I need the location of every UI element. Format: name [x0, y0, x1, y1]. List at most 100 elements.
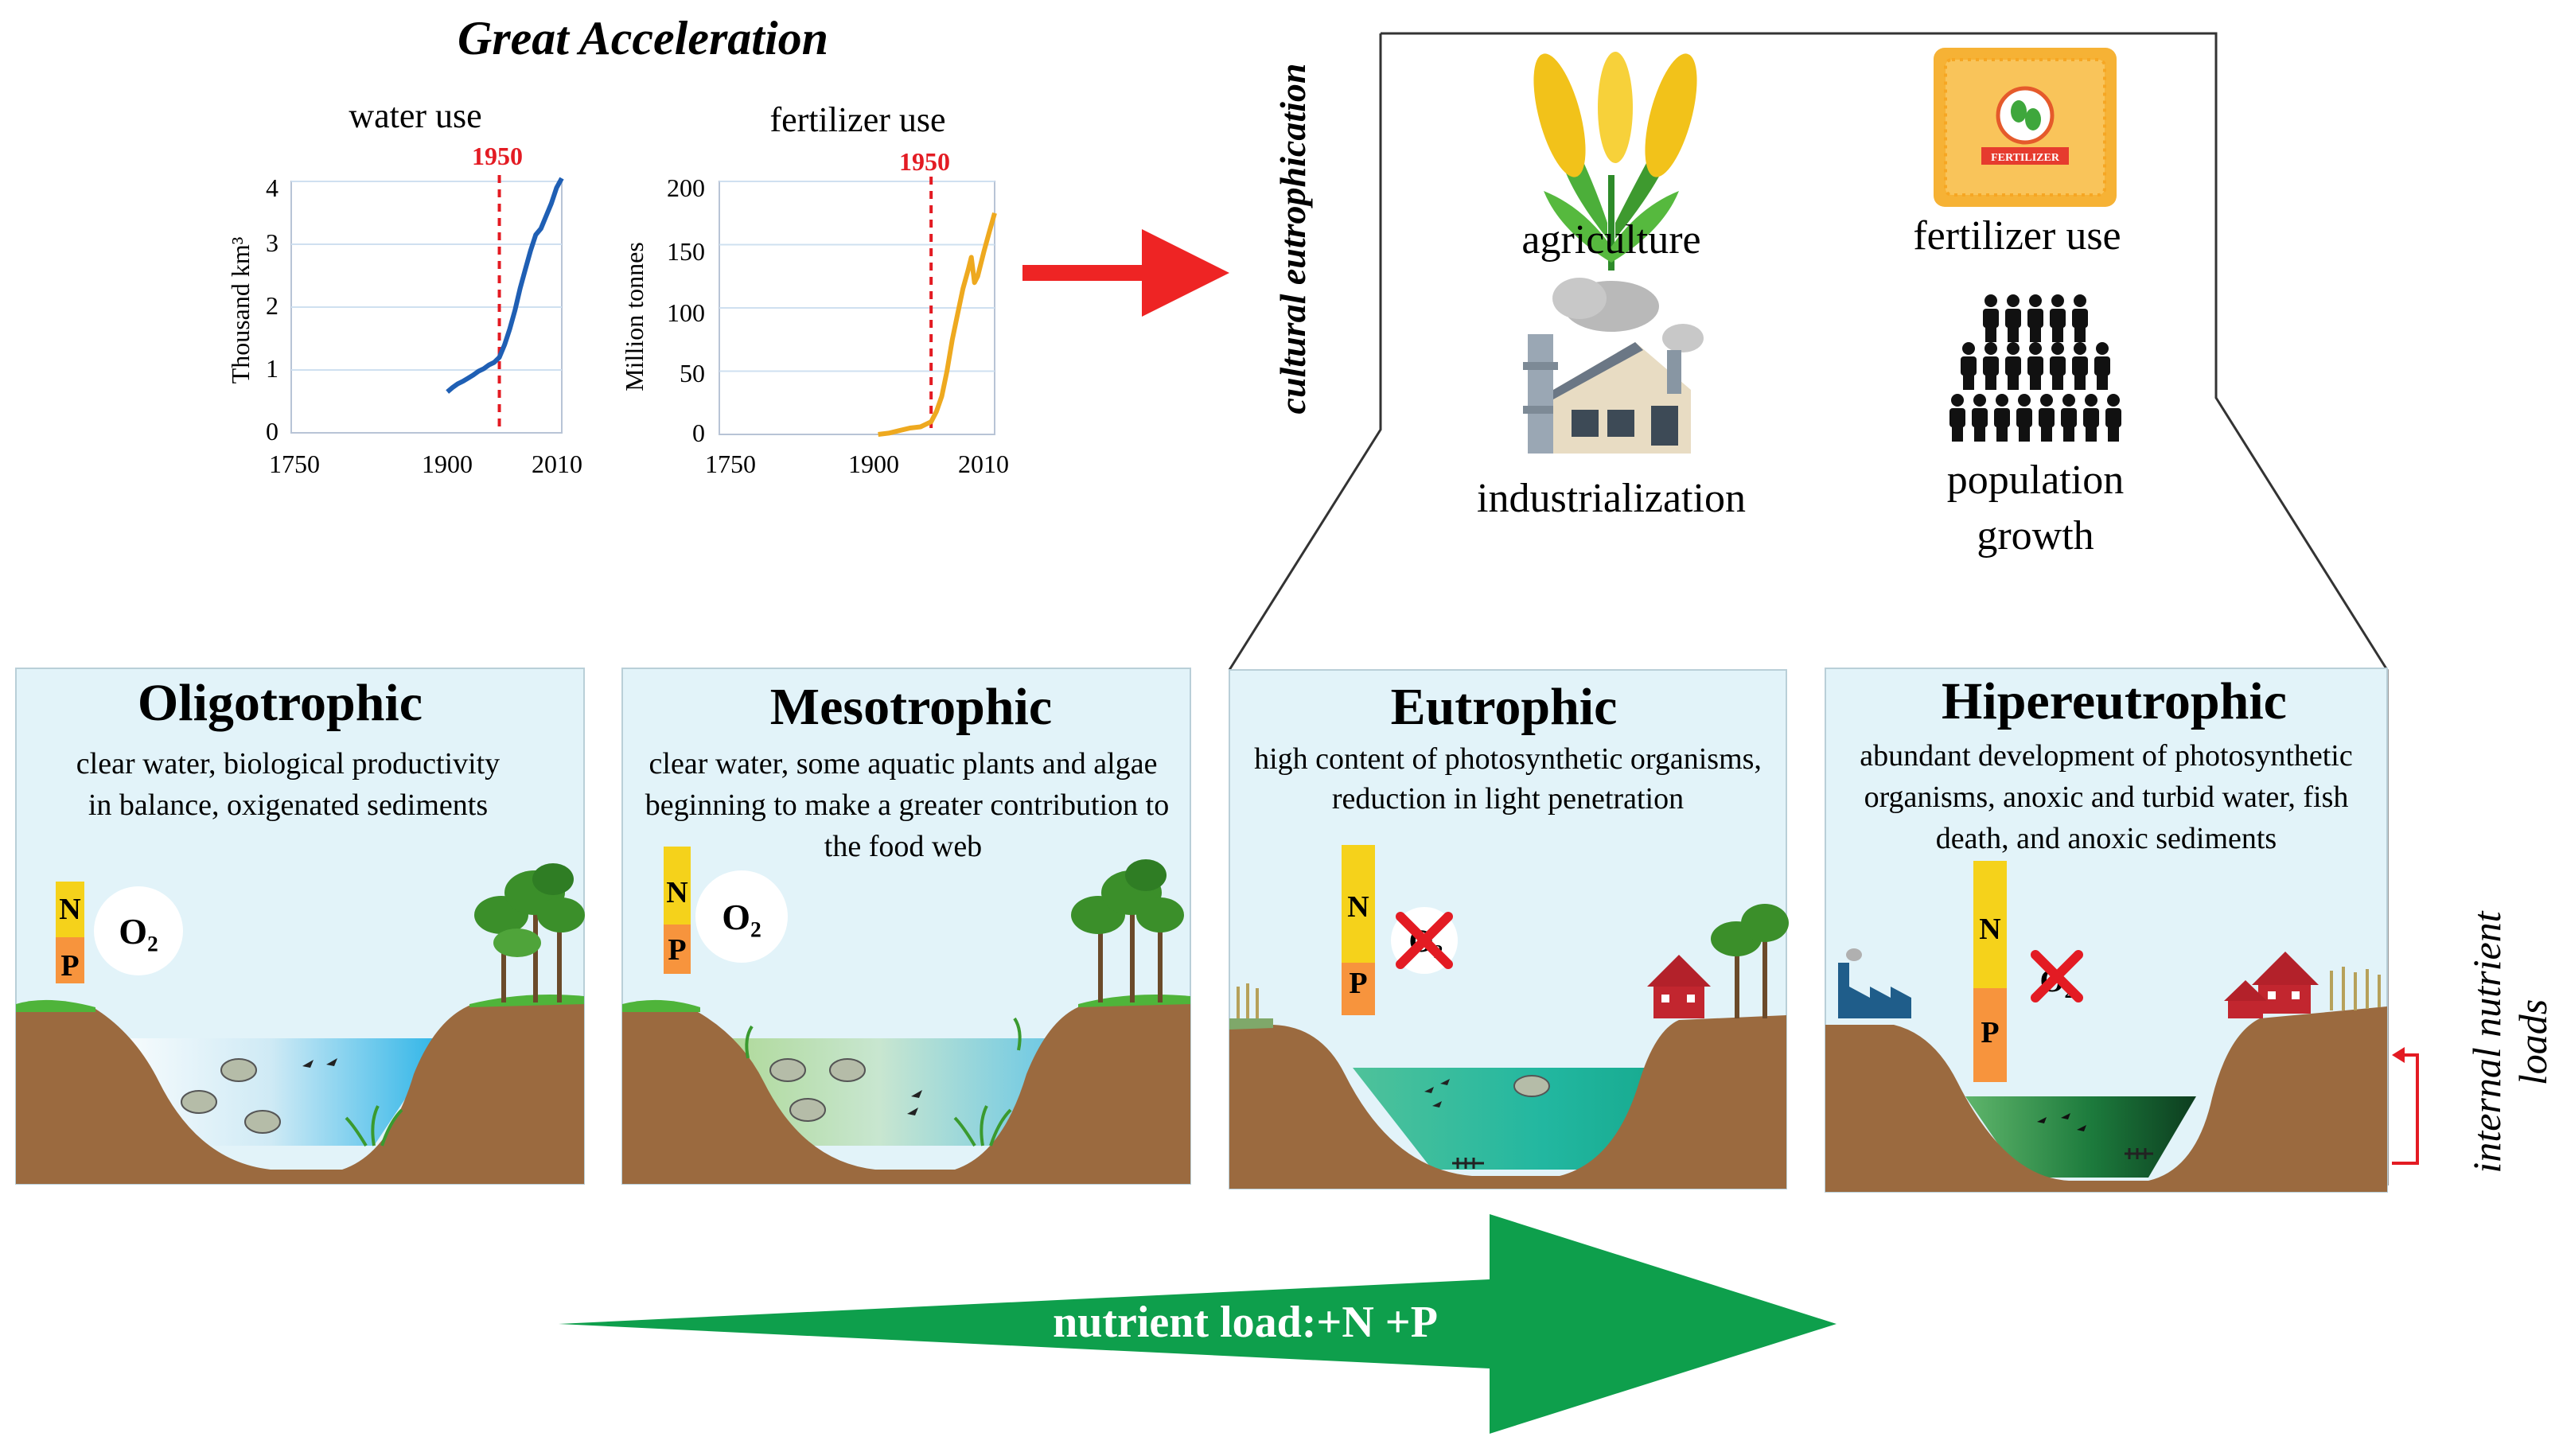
water-ytick: 3: [266, 228, 278, 257]
drivers-box: cultural eutrophication agriculture FERT…: [1228, 32, 2389, 1185]
person-icon: [2083, 394, 2099, 442]
population-label-line1: population: [1947, 457, 2124, 503]
person-icon: [2027, 342, 2043, 390]
water-ytick: 1: [266, 354, 278, 383]
panel-desc-line: the food web: [824, 830, 982, 863]
panel-desc-line: reduction in light penetration: [1332, 782, 1684, 816]
water-xtick: 1900: [422, 450, 473, 478]
fert-marker-label: 1950: [899, 147, 950, 176]
n-label: N: [59, 893, 80, 926]
fertilizer-use-chart: fertilizer use 1950 0 50 100 150 200 175…: [620, 100, 1009, 478]
person-icon: [2094, 342, 2110, 390]
person-icon: [2027, 294, 2043, 342]
dead-fish-icon: [2125, 1148, 2153, 1159]
population-label-line2: growth: [1977, 513, 2094, 559]
person-icon: [2061, 394, 2077, 442]
agriculture-label: agriculture: [1521, 217, 1700, 263]
panel-desc-line: in balance, oxigenated sediments: [88, 788, 488, 822]
panel-mesotrophic: Mesotrophic clear water, some aquatic pl…: [621, 668, 1191, 1185]
nutrient-load-label: nutrient load:+N +P: [1053, 1298, 1438, 1347]
fert-ytick: 200: [667, 173, 705, 202]
person-icon: [2050, 342, 2066, 390]
person-icon: [1983, 342, 1999, 390]
panel-desc-line: abundant development of photosynthetic: [1860, 739, 2352, 773]
o2-label: O₂: [119, 911, 158, 952]
panel-desc-line: organisms, anoxic and turbid water, fish: [1864, 781, 2349, 814]
p-label: P: [60, 949, 79, 983]
person-icon: [2072, 342, 2088, 390]
water-ytick: 4: [266, 173, 278, 202]
person-icon: [1961, 342, 1977, 390]
water-plant-icon: [745, 1017, 1022, 1147]
fertilizer-bag-text: FERTILIZER: [1991, 152, 2060, 164]
house-icon: [2224, 952, 2319, 1018]
water-ytick: 2: [266, 291, 278, 320]
panel-title: Eutrophic: [1391, 678, 1618, 736]
p-label: P: [668, 933, 686, 967]
fert-y-ticks: 0 50 100 150 200: [667, 173, 705, 447]
internal-loads-label-line2: loads: [2510, 999, 2555, 1085]
oxygen-bubble: [94, 886, 183, 975]
person-icon: [2072, 294, 2088, 342]
house-icon: [1647, 955, 1711, 1018]
n-label: N: [1347, 890, 1369, 924]
panel-desc-line: beginning to make a greater contribution…: [645, 788, 1169, 822]
panel-title: Mesotrophic: [770, 678, 1052, 736]
nutrient-load-arrow: nutrient load:+N +P: [559, 1214, 1836, 1434]
fert-chart-title: fertilizer use: [769, 100, 945, 139]
water-ytick: 0: [266, 417, 278, 446]
person-icon: [1994, 394, 2010, 442]
population-icon: [1949, 294, 2121, 442]
n-label: N: [666, 876, 687, 909]
figure-title: Great Acceleration: [458, 12, 828, 64]
person-icon: [2105, 394, 2121, 442]
flow-arrow-red: [1022, 229, 1229, 317]
person-icon: [1983, 294, 1999, 342]
water-plant-icon: [345, 1105, 403, 1147]
panel-eutrophic: Eutrophic high content of photosynthetic…: [1229, 669, 1789, 1189]
fert-xtick: 2010: [958, 450, 1009, 478]
internal-loads-label-line1: internal nutrient: [2464, 910, 2509, 1173]
water-x-ticks: 1750 1900 2010: [269, 450, 582, 478]
person-icon: [2039, 394, 2055, 442]
trees-icon: [474, 863, 585, 1002]
person-icon: [2005, 342, 2021, 390]
person-icon: [1972, 394, 1988, 442]
internal-loads-arrow: [2392, 1047, 2419, 1165]
person-icon: [1949, 394, 1965, 442]
fert-xtick: 1750: [705, 450, 756, 478]
fert-ytick: 0: [692, 419, 705, 447]
panel-desc-line: high content of photosynthetic organisms…: [1254, 742, 1762, 776]
fert-ytick: 50: [680, 359, 705, 387]
water-xtick: 2010: [532, 450, 582, 478]
bird-icon: [302, 1058, 337, 1068]
n-label: N: [1979, 913, 2000, 946]
panel-desc-line: clear water, biological productivity: [76, 747, 500, 781]
fish-icon: [1513, 1075, 1550, 1097]
water-use-series-line: [446, 177, 564, 394]
bird-icon: [2037, 1113, 2086, 1131]
fertilizer-use-series-line: [878, 212, 997, 437]
person-icon: [2050, 294, 2066, 342]
fish-icon: [181, 1058, 281, 1134]
panel-oligotrophic: Oligotrophic clear water, biological pro…: [15, 668, 585, 1185]
red-x-icon: [1396, 912, 1453, 969]
bird-icon: [1424, 1079, 1450, 1108]
fertilizer-bag-icon: FERTILIZER: [1934, 48, 2117, 207]
trees-icon: [1711, 904, 1789, 1018]
person-icon: [2016, 394, 2032, 442]
drivers-title: cultural eutrophication: [1272, 64, 1313, 415]
o2-label: O₂: [722, 897, 761, 937]
factory-icon: [1523, 278, 1704, 454]
red-x-icon: [2031, 950, 2083, 1002]
person-icon: [2005, 294, 2021, 342]
fert-ytick: 100: [667, 298, 705, 327]
water-y-ticks: 0 1 2 3 4: [266, 173, 278, 446]
water-marker-label: 1950: [472, 142, 523, 170]
water-use-chart: water use 1950 0 1 2 3 4 1750 1900 2010 …: [226, 96, 582, 478]
panel-title: Hipereutrophic: [1942, 672, 2287, 730]
wheat-icon: [2330, 967, 2381, 1010]
panel-desc-line: death, and anoxic sediments: [1936, 822, 2277, 855]
dead-fish-icon: [1452, 1158, 1484, 1169]
